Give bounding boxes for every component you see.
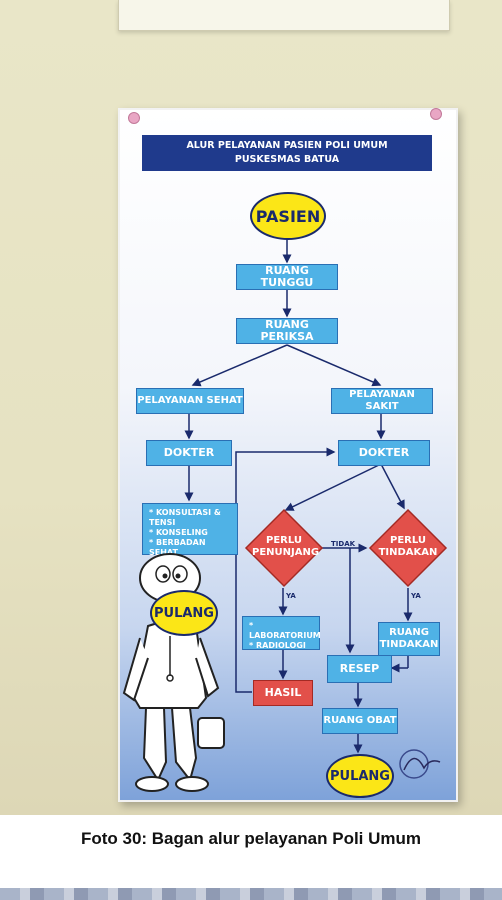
stamp-signature-illustration bbox=[399, 749, 441, 779]
poster-header: ALUR PELAYANAN PASIEN POLI UMUM PUSKESMA… bbox=[142, 135, 432, 171]
list-lab-item: * RADIOLOGI bbox=[249, 641, 306, 650]
node-pelayanan-sehat: PELAYANAN SEHAT bbox=[136, 388, 244, 414]
perlu-tindakan-line2: TINDAKAN bbox=[378, 547, 438, 558]
perlu-penunjang-line2: PENUNJANG bbox=[252, 547, 320, 558]
node-pelayanan-sakit: PELAYANAN SAKIT bbox=[331, 388, 433, 414]
node-resep: RESEP bbox=[327, 655, 392, 683]
node-pulang-mascot: PULANG bbox=[150, 590, 218, 636]
label-tidak: TIDAK bbox=[331, 540, 356, 548]
diamond-perlu-penunjang bbox=[244, 508, 324, 588]
list-sehat-item: * KONSELING bbox=[149, 528, 208, 537]
perlu-penunjang-line1: PERLU bbox=[266, 535, 302, 546]
doctor-mascot-illustration bbox=[122, 553, 225, 792]
poster-title-line1: ALUR PELAYANAN PASIEN POLI UMUM bbox=[186, 140, 388, 151]
flowchart-connectors bbox=[184, 238, 413, 754]
node-ruang-tunggu: RUANG TUNGGU bbox=[236, 264, 338, 290]
photo-caption: Foto 30: Bagan alur pelayanan Poli Umum bbox=[80, 829, 422, 848]
node-dokter-left: DOKTER bbox=[146, 440, 232, 466]
pin-left-icon bbox=[128, 112, 140, 124]
node-pasien: PASIEN bbox=[250, 192, 326, 240]
node-ruang-obat: RUANG OBAT bbox=[322, 708, 398, 734]
label-ya-right: YA bbox=[411, 592, 421, 600]
perlu-tindakan-label: PERLU TINDAKAN bbox=[376, 535, 440, 559]
node-dokter-right: DOKTER bbox=[338, 440, 430, 466]
node-ruang-periksa: RUANG PERIKSA bbox=[236, 318, 338, 344]
frame-top bbox=[118, 0, 450, 31]
perlu-tindakan-line1: PERLU bbox=[390, 535, 426, 546]
node-list-lab: * LABORATORIUM * RADIOLOGI bbox=[242, 616, 321, 650]
label-ya-left: YA bbox=[286, 592, 296, 600]
node-ruang-tindakan: RUANG TINDAKAN bbox=[378, 622, 440, 656]
list-lab-item: * LABORATORIUM bbox=[249, 621, 321, 640]
node-list-sehat: * KONSULTASI & TENSI * KONSELING * BERBA… bbox=[142, 503, 238, 557]
list-sehat-item: * BERBADAN SEHAT bbox=[149, 538, 206, 557]
pin-right-icon bbox=[430, 108, 442, 120]
bottom-strip bbox=[0, 888, 502, 900]
diamond-perlu-tindakan bbox=[368, 508, 448, 588]
ruang-tindakan-line2: TINDAKAN bbox=[379, 639, 439, 650]
photo: ALUR PELAYANAN PASIEN POLI UMUM PUSKESMA… bbox=[0, 0, 502, 815]
node-pulang-end: PULANG bbox=[326, 754, 394, 798]
node-hasil: HASIL bbox=[253, 680, 313, 706]
list-sehat-item: * KONSULTASI & TENSI bbox=[149, 508, 221, 527]
ruang-tindakan-line1: RUANG bbox=[389, 627, 429, 638]
perlu-penunjang-label: PERLU PENUNJANG bbox=[252, 535, 320, 559]
poster-title-line2: PUSKESMAS BATUA bbox=[234, 154, 340, 165]
